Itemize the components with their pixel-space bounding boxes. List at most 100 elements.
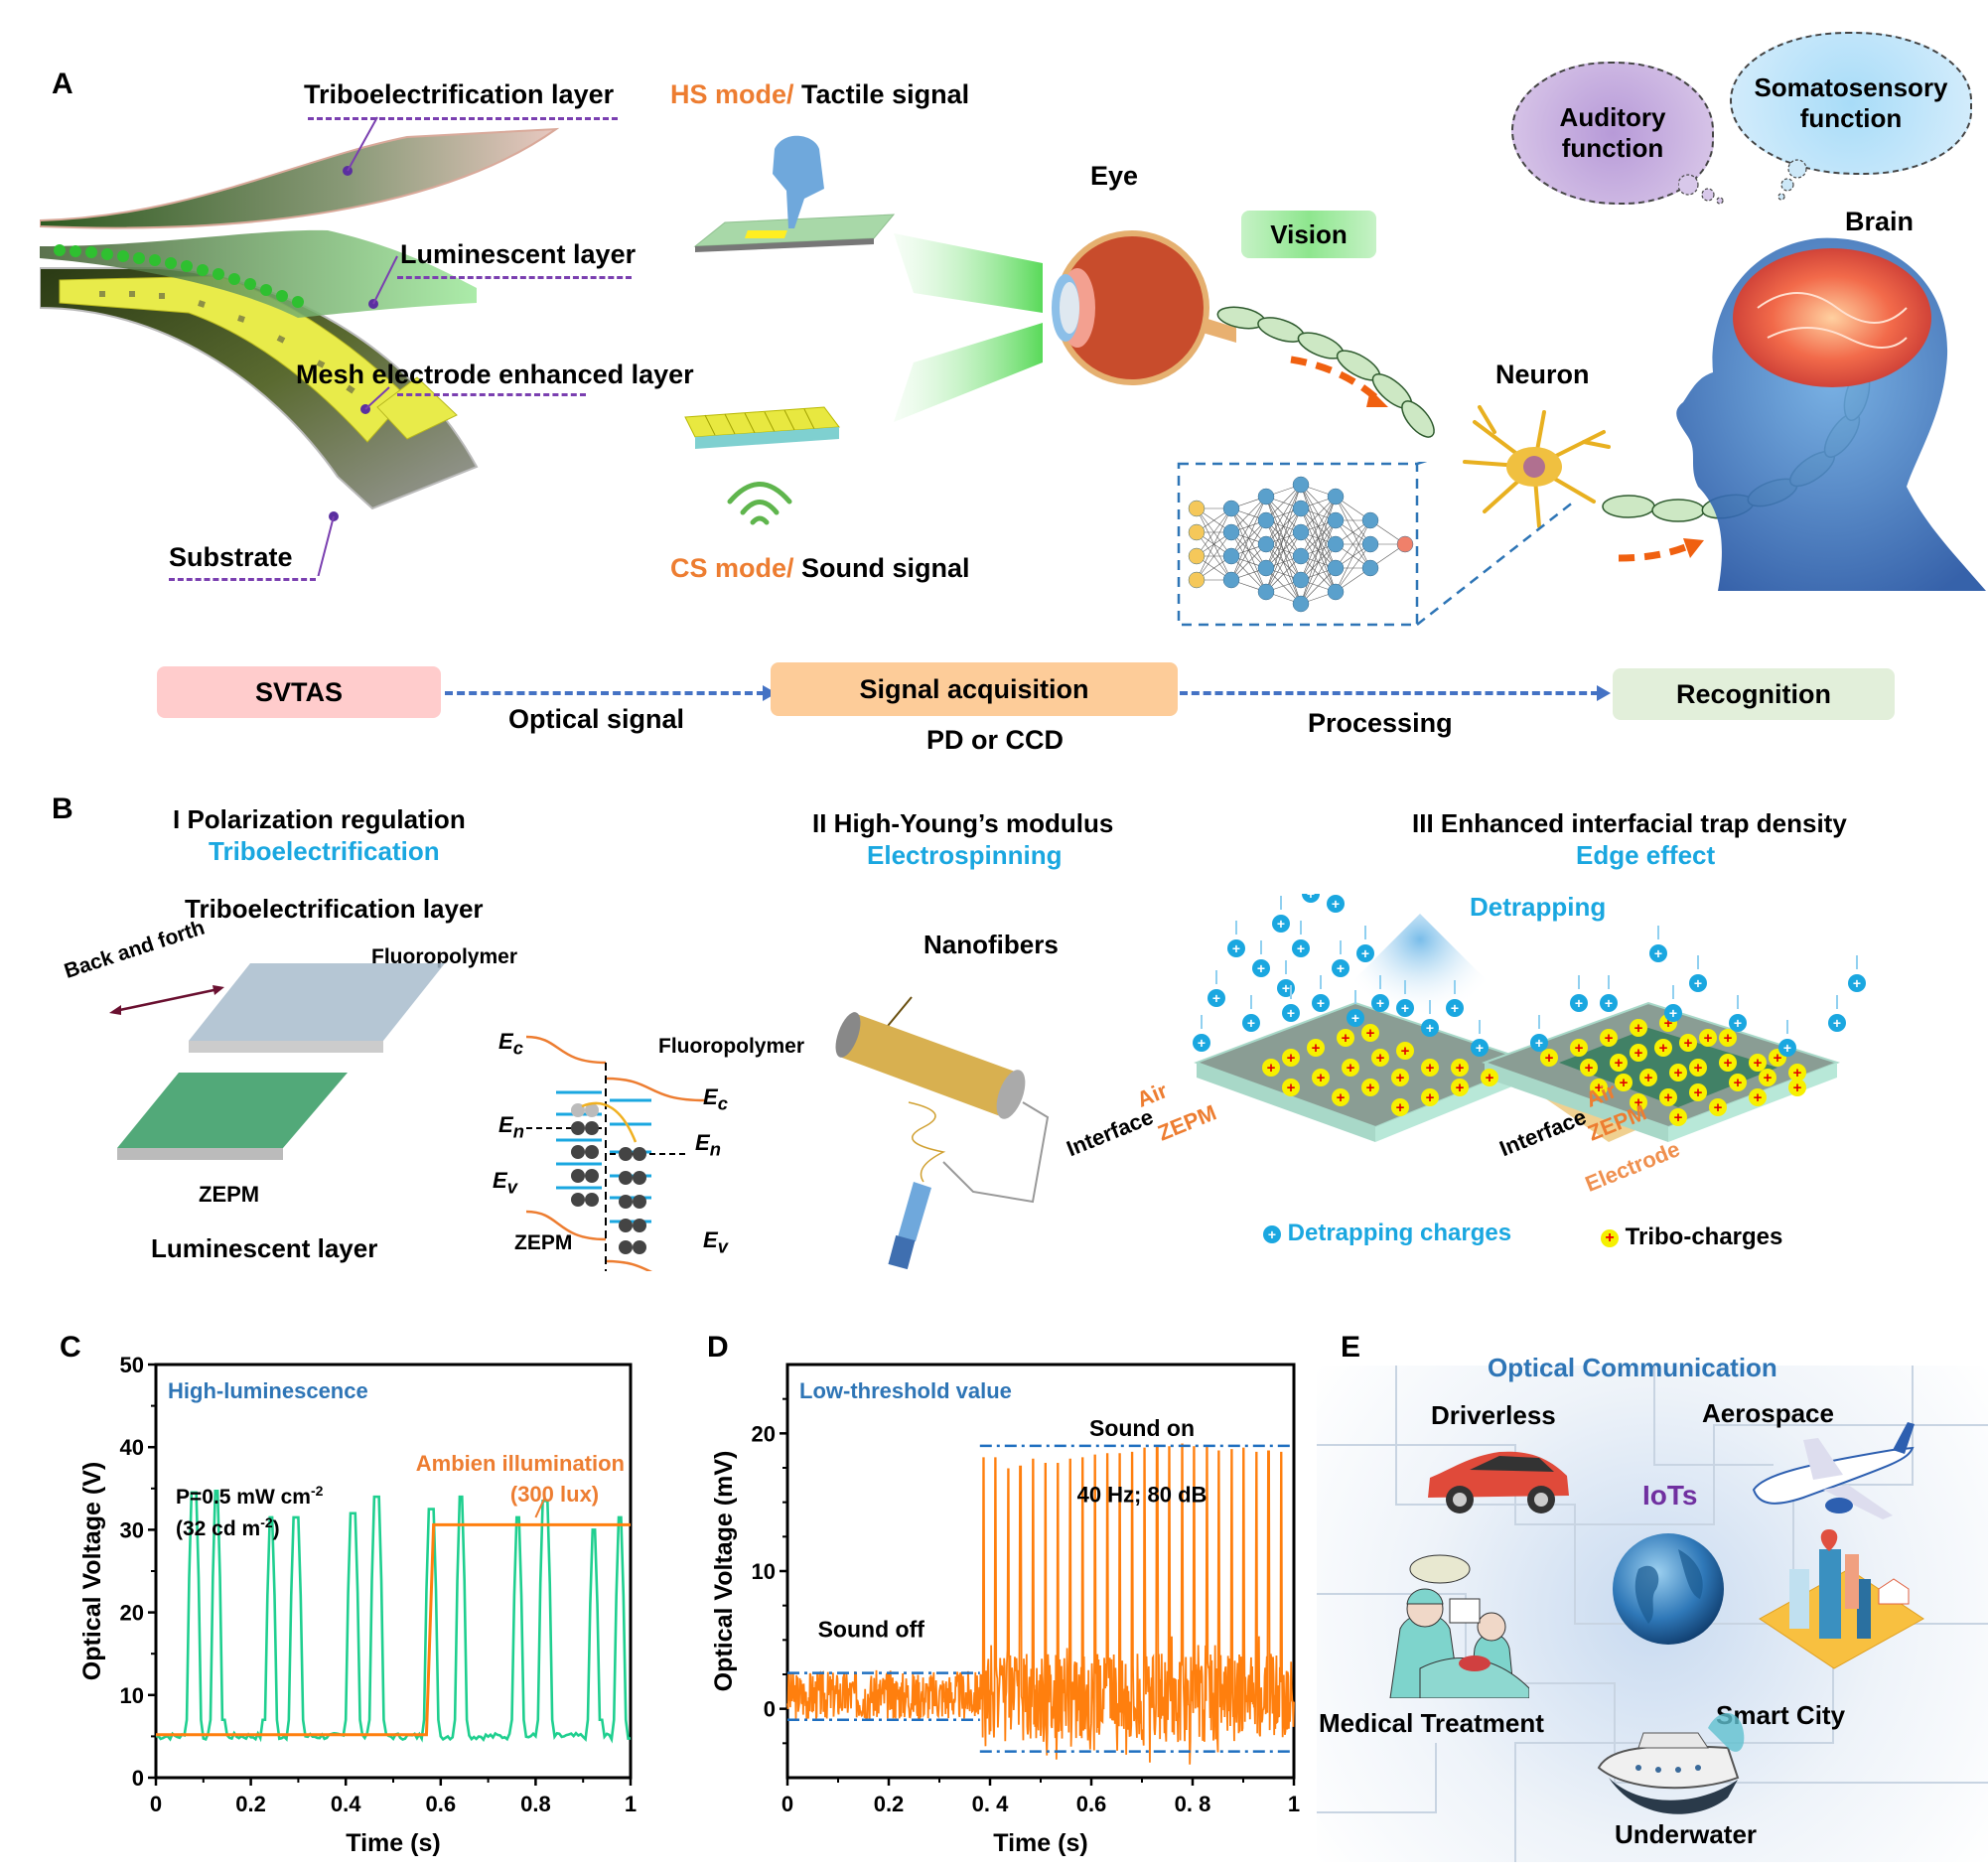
nn-node xyxy=(1188,571,1206,589)
tribo-charge-sign: + xyxy=(1754,1089,1763,1106)
nn-edge xyxy=(1265,531,1302,593)
detrapping-label: Detrapping xyxy=(1470,892,1607,922)
en-left-label: En xyxy=(498,1112,524,1142)
detrapping-charge xyxy=(1848,974,1866,992)
neural-network-diagram xyxy=(1177,462,1575,627)
tribo-charge xyxy=(1361,1079,1379,1096)
tribo-charge-sign: + xyxy=(1456,1080,1465,1096)
tribo-charge xyxy=(1590,1079,1608,1096)
x-tick-label: 0.2 xyxy=(235,1792,266,1816)
gloved-hand-icon xyxy=(773,135,824,228)
tribo-charge-sign: + xyxy=(1659,1040,1668,1057)
yellow-glow xyxy=(744,230,787,238)
nn-edge xyxy=(1230,519,1267,581)
ec-right-label: Ec xyxy=(703,1084,728,1114)
e-item-medical: Medical Treatment xyxy=(1319,1708,1544,1738)
nn-node xyxy=(1257,511,1275,529)
vision-box: Vision xyxy=(1241,211,1376,258)
b-zepm-layer-label: ZEPM xyxy=(199,1182,260,1207)
nn-node xyxy=(1222,547,1240,565)
e-item-driverless: Driverless xyxy=(1431,1400,1556,1430)
detrapping-charge xyxy=(1292,939,1310,957)
en-right-sub: n xyxy=(709,1138,721,1160)
x-axis-label: Time (s) xyxy=(346,1829,440,1857)
nn-edge xyxy=(1230,496,1267,581)
orange-arrow-1 xyxy=(1290,356,1378,400)
nn-node xyxy=(1327,488,1345,505)
flow-box-recognition: Recognition xyxy=(1613,668,1895,720)
tribo-charge xyxy=(1371,1049,1389,1067)
series-sound-response-line xyxy=(786,1443,1295,1765)
cloud-auditory-line2: function xyxy=(1561,133,1664,163)
leader-line-lum xyxy=(372,255,398,305)
tribo-charge xyxy=(1600,1029,1618,1047)
x-tick-label: 0.6 xyxy=(426,1792,457,1816)
detrapping-charge xyxy=(1421,1019,1439,1037)
nn-edge xyxy=(1196,531,1232,581)
x-tick-label: 0. 8 xyxy=(1175,1792,1211,1816)
tribo-charge xyxy=(1615,1074,1633,1091)
cloud-bubbles xyxy=(1678,159,1807,205)
ev-left-curve xyxy=(525,1210,607,1241)
detrapping-charge-sign: + xyxy=(1232,940,1240,956)
tribo-charge xyxy=(1679,1034,1697,1052)
tribo-charge-sign: + xyxy=(1342,1030,1350,1047)
tribo-charge xyxy=(1361,1024,1379,1042)
label-substrate: Substrate xyxy=(169,542,293,572)
detrapping-charge xyxy=(1347,1009,1364,1027)
back-and-forth-arrow-icon xyxy=(109,985,224,1015)
detrapping-charge-sign: + xyxy=(1833,1015,1841,1031)
hs-mode-prefix: HS mode/ xyxy=(670,79,794,109)
detrapping-charge-sign: + xyxy=(1257,960,1265,976)
tribo-charge-icon: + xyxy=(1601,1228,1619,1247)
nn-edge xyxy=(1335,543,1371,593)
y-tick-label: 10 xyxy=(752,1559,776,1584)
nn-edge xyxy=(1300,567,1337,605)
tribo-charge xyxy=(1307,1039,1325,1057)
ev-left-sub: v xyxy=(506,1176,517,1198)
detrapping-charge xyxy=(1600,994,1618,1012)
tactile-device-illustration xyxy=(693,135,896,252)
tribo-charge-sign: + xyxy=(1754,1055,1763,1072)
cloud-auditory-line1: Auditory xyxy=(1559,101,1666,132)
b-section2-title: II High-Young’s modulus xyxy=(812,808,1114,838)
series-ambient-line xyxy=(156,1522,631,1737)
detrapping-charge xyxy=(1664,1004,1682,1022)
tribo-charge-sign: + xyxy=(1366,1025,1375,1042)
car-icon xyxy=(1428,1451,1569,1513)
detrapping-charge-sign: + xyxy=(1212,990,1220,1006)
nn-node xyxy=(1292,476,1310,494)
x-axis-label: Time (s) xyxy=(993,1829,1087,1857)
nn-edge xyxy=(1300,519,1337,605)
tribo-charge-sign: + xyxy=(1734,1075,1743,1091)
detrapping-charge xyxy=(1227,939,1245,957)
tribo-charge xyxy=(1689,1059,1707,1077)
label-mesh-electrode-layer: Mesh electrode enhanced layer xyxy=(296,360,694,389)
nn-node xyxy=(1327,583,1345,601)
tribo-charge-sign: + xyxy=(1486,1070,1494,1086)
tribo-charge-sign: + xyxy=(1694,1060,1703,1077)
detrapping-charge-sign: + xyxy=(1734,1015,1742,1031)
detrapping-charge xyxy=(1302,894,1320,903)
cs-mode-text: Sound signal xyxy=(801,553,970,583)
x-tick-label: 1 xyxy=(625,1792,637,1816)
hs-mode-label: HS mode/ Tactile signal xyxy=(670,79,969,110)
flow-label-optical-signal: Optical signal xyxy=(508,704,685,734)
triboelectrification-sheet xyxy=(40,127,560,229)
trap-density-illustration: ++++++++++++++++++++++++++++++++++++++++… xyxy=(1193,894,1866,1142)
nn-edge xyxy=(1265,484,1302,569)
cs-mode-prefix: CS mode/ xyxy=(670,553,794,583)
detrapping-charge-sign: + xyxy=(1337,960,1345,976)
tribo-charge-sign: + xyxy=(1426,1060,1435,1077)
b-section3-subtitle: Edge effect xyxy=(1576,840,1716,870)
ev-right-sub: v xyxy=(717,1235,728,1257)
ev-left-label: Ev xyxy=(493,1168,517,1198)
b-section2-subtitle: Electrospinning xyxy=(867,840,1063,870)
x-tick-label: 1 xyxy=(1288,1792,1300,1816)
flow-arrow-optical xyxy=(445,685,777,701)
annotation-sound-off: Sound off xyxy=(818,1617,925,1643)
detrapping-charge xyxy=(1778,1039,1796,1057)
nn-node xyxy=(1327,511,1345,529)
leader-line-mesh xyxy=(364,386,390,410)
tribo-charge xyxy=(1788,1079,1806,1096)
